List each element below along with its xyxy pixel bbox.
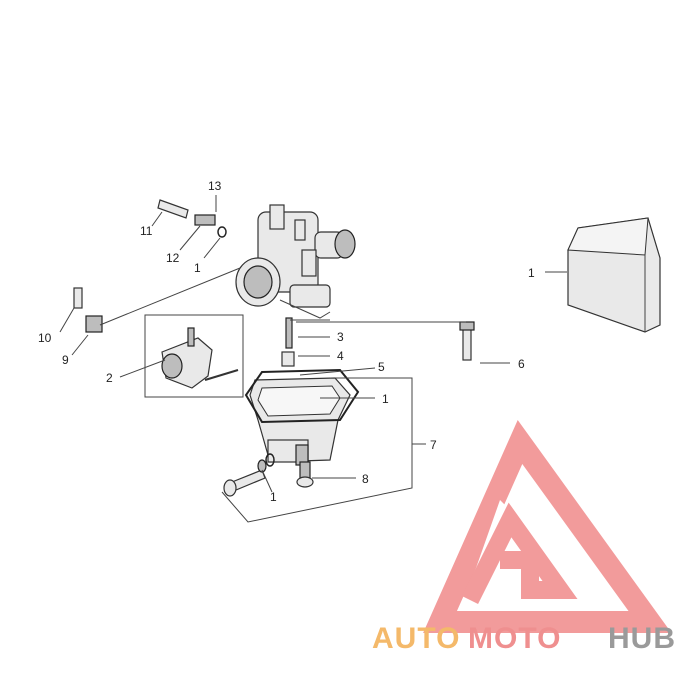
watermark-auto: AUTO bbox=[372, 622, 460, 655]
callout-2: 2 bbox=[106, 371, 113, 385]
callout-13: 13 bbox=[208, 179, 222, 193]
callout-3: 3 bbox=[337, 330, 344, 344]
idle-screw-assembly bbox=[157, 199, 227, 238]
mixture-screw-assembly bbox=[73, 287, 103, 333]
leader-lines bbox=[59, 195, 567, 523]
watermark-hub: HUB bbox=[608, 622, 676, 655]
callout-8: 8 bbox=[362, 472, 369, 486]
callout-5: 5 bbox=[378, 360, 385, 374]
drain-screw-assembly bbox=[223, 453, 275, 497]
callout-6: 6 bbox=[518, 357, 525, 371]
callout-1-bowl: 1 bbox=[382, 392, 389, 406]
carburetor-body-part bbox=[235, 204, 356, 319]
callout-1-oring: 1 bbox=[194, 261, 201, 275]
kit-box-part bbox=[567, 217, 661, 333]
float-bowl-part bbox=[249, 377, 351, 466]
callout-4: 4 bbox=[337, 349, 344, 363]
callout-1-kit: 1 bbox=[528, 266, 535, 280]
callout-11: 11 bbox=[140, 224, 153, 238]
jet-parts bbox=[281, 317, 295, 367]
watermark-moto: MOTO bbox=[468, 622, 561, 655]
callout-9: 9 bbox=[62, 353, 69, 367]
callout-1-drain: 1 bbox=[270, 490, 277, 504]
watermark-logo bbox=[423, 420, 672, 633]
float-assembly-part bbox=[144, 314, 244, 398]
callout-10: 10 bbox=[38, 331, 52, 345]
screw-part-8 bbox=[296, 461, 314, 488]
screw-part-6 bbox=[459, 321, 475, 361]
gasket-part bbox=[244, 368, 360, 424]
callout-12: 12 bbox=[166, 251, 180, 265]
callout-7: 7 bbox=[430, 438, 437, 452]
